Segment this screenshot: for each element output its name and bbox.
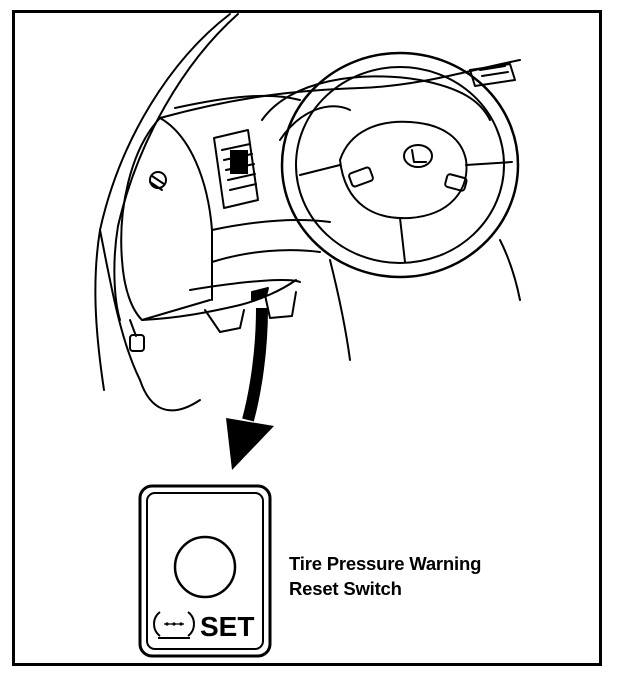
reset-button [173,535,237,599]
pointer-arrow [226,307,274,470]
lower-dash [211,219,331,231]
tire-pressure-warning-icon [153,611,195,639]
a-pillar-outer [94,13,231,391]
right-vent [469,63,516,87]
callout-line-1: Tire Pressure Warning [289,553,482,574]
reset-switch-panel[interactable]: SET [138,484,272,658]
center-vent [213,129,259,209]
a-pillar-inner [113,13,239,321]
switch-location-marker [251,287,269,301]
left-panel [120,117,211,321]
figure-frame [12,10,602,666]
steering-wheel-rim [280,51,520,279]
cluster-hood [261,75,491,121]
set-label: SET [200,611,254,642]
lexus-logo-icon [403,144,433,168]
callout-line-2: Reset Switch [289,578,402,599]
callout-label: Tire Pressure Warning Reset Switch [289,551,481,601]
